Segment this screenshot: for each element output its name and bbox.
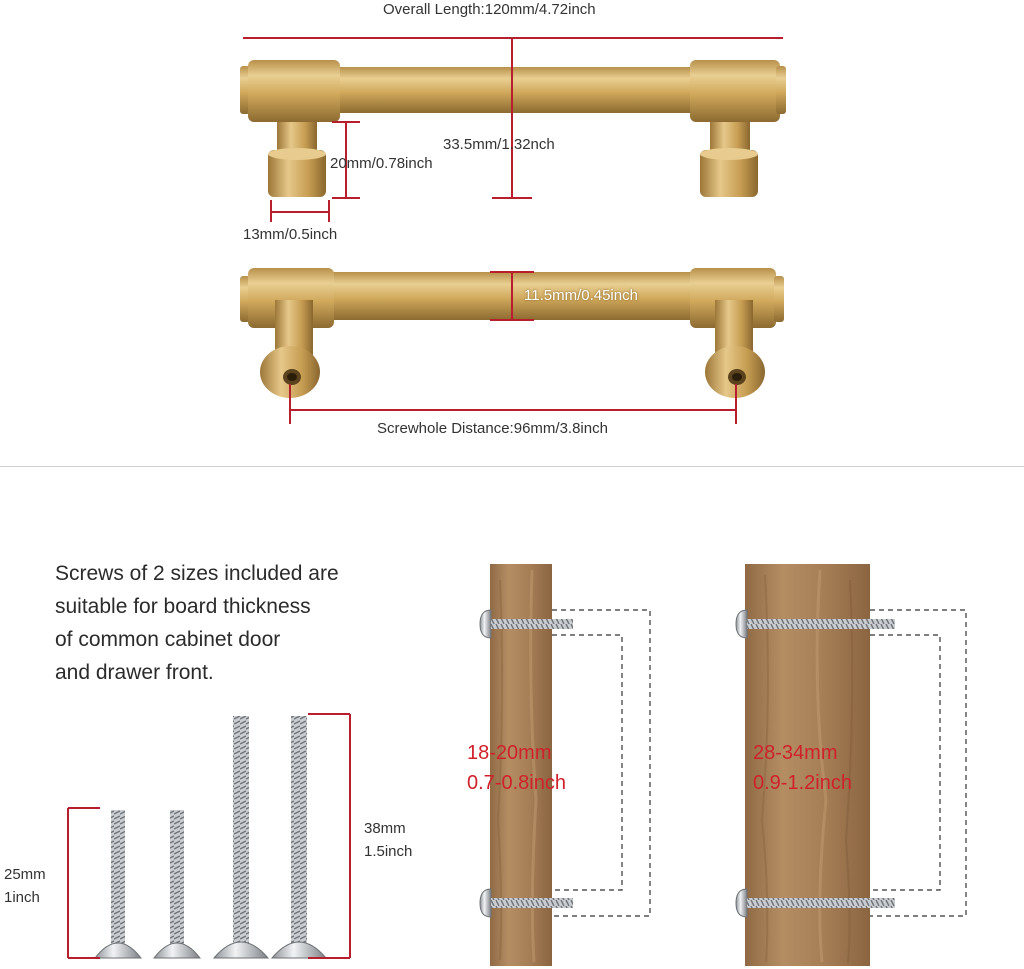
description-line: of common cabinet door [55,628,281,651]
handle-front-view [240,60,786,197]
board1-thickness-mm: 18-20mm [467,742,552,764]
short-screw-in: 1inch [4,889,40,906]
description-line: and drawer front. [55,661,214,684]
board-thin [479,564,573,966]
long-screw-in: 1.5inch [364,843,413,860]
short-screw-mm: 25mm [4,866,46,883]
screws-group [93,716,328,959]
dashed-guides [552,609,967,917]
leg-height-label: 20mm/0.78inch [330,155,433,172]
long-screw-mm: 38mm [364,820,406,837]
board1-thickness-in: 0.7-0.8inch [467,772,566,794]
description-line: Screws of 2 sizes included are [55,562,339,585]
overall-length-label: Overall Length:120mm/4.72inch [383,1,596,18]
board2-thickness-mm: 28-34mm [753,742,838,764]
description-line: suitable for board thickness [55,595,311,618]
height-label: 33.5mm/1.32nch [443,136,555,153]
board2-thickness-in: 0.9-1.2inch [753,772,852,794]
screw-size-brackets [67,713,351,959]
leg-diameter-label: 13mm/0.5inch [243,226,338,243]
screwhole-distance-label: Screwhole Distance:96mm/3.8inch [377,420,608,437]
screw-description: Screws of 2 sizes included are suitable … [55,557,435,689]
board-thick [735,564,895,966]
section-divider [0,466,1024,467]
bar-diameter-label: 11.5mm/0.45inch [524,287,638,304]
dimension-lines [243,37,783,424]
